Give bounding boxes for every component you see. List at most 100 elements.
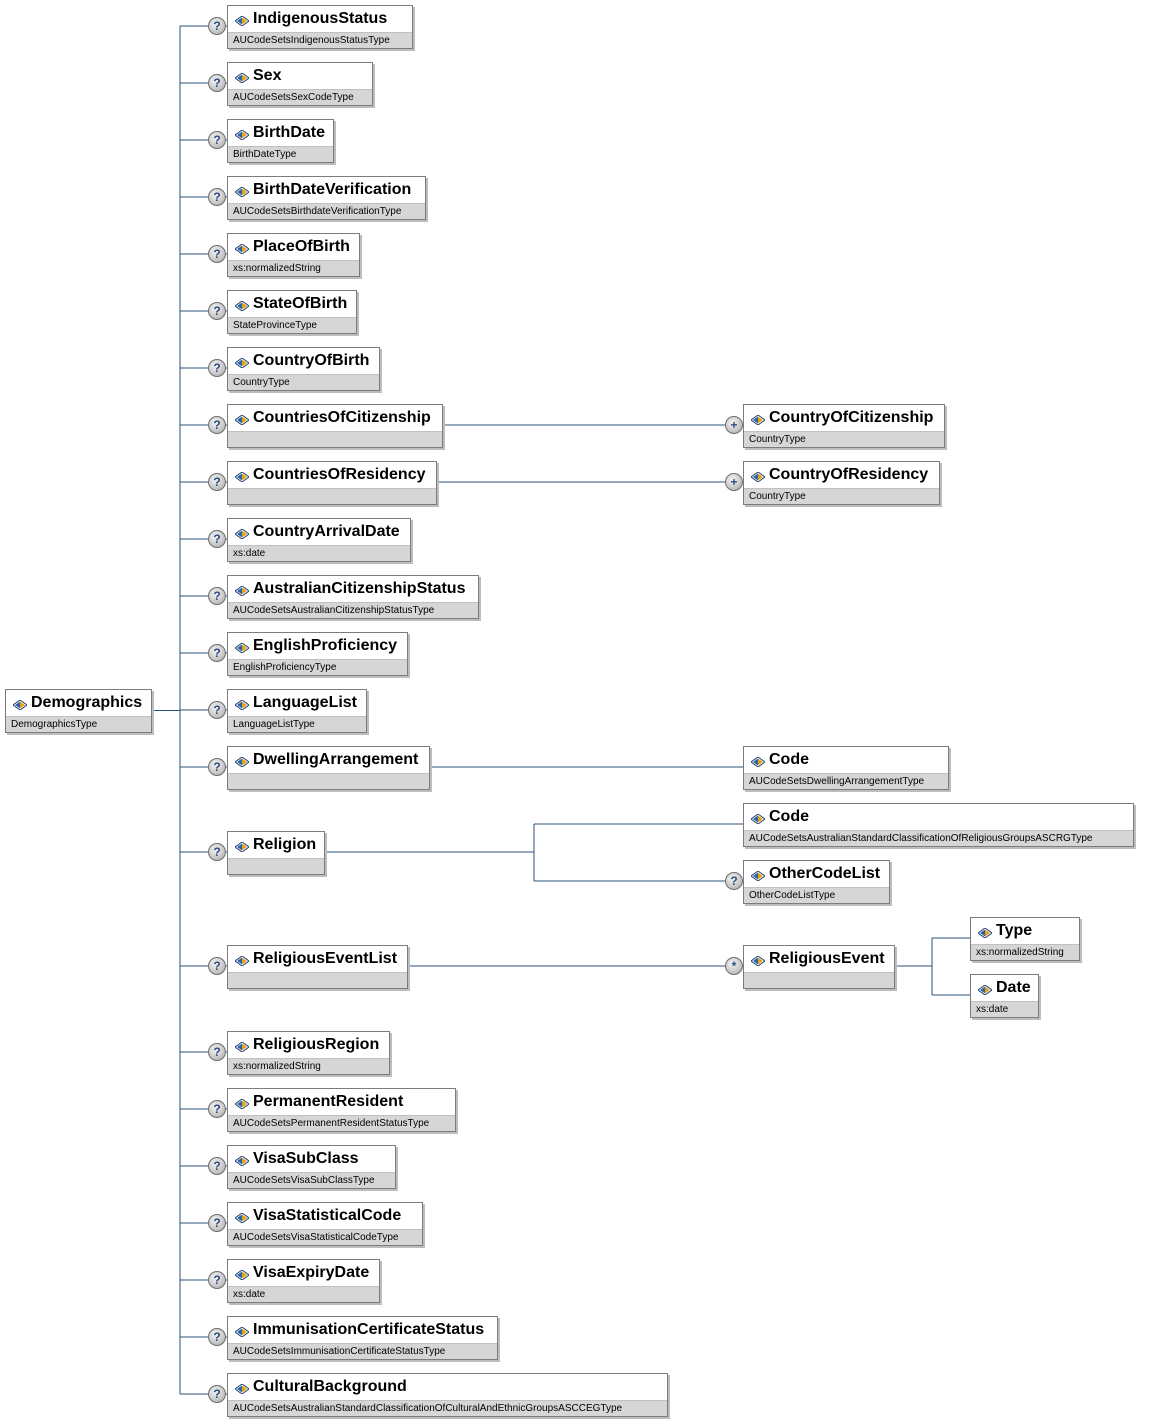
repeat-badge-icon-country-of-residency[interactable]: + [725, 473, 743, 491]
repeat-badge-icon-religious-event[interactable]: * [725, 957, 743, 975]
element-name: VisaSubClass [253, 1150, 359, 1167]
optional-badge-icon-visa-sub-class[interactable]: ? [208, 1157, 226, 1175]
repeat-badge-icon-country-of-citizenship[interactable]: + [725, 416, 743, 434]
element-node-religion[interactable]: Religion [227, 831, 325, 875]
element-name: ReligiousEventList [253, 950, 398, 967]
optional-badge-icon-language-list[interactable]: ? [208, 701, 226, 719]
element-node-dwelling-arrangement[interactable]: DwellingArrangement [227, 746, 430, 790]
optional-badge-icon-dwelling-arrangement[interactable]: ? [208, 758, 226, 776]
element-type: AUCodeSetsBirthdateVerificationType [228, 203, 425, 219]
optional-badge-icon-visa-statistical-code[interactable]: ? [208, 1214, 226, 1232]
element-icon [750, 754, 766, 768]
element-header: PermanentResident [228, 1089, 455, 1115]
element-header: CountryArrivalDate [228, 519, 410, 545]
element-icon [234, 241, 250, 255]
optional-badge-icon-other-code-list[interactable]: ? [725, 872, 743, 890]
optional-badge-icon-countries-of-citizenship[interactable]: ? [208, 416, 226, 434]
element-icon [234, 583, 250, 597]
optional-badge-icon-immunisation-certificate-status[interactable]: ? [208, 1328, 226, 1346]
optional-badge-icon-state-of-birth[interactable]: ? [208, 302, 226, 320]
element-type: StateProvinceType [228, 317, 356, 333]
element-header: CountryOfResidency [744, 462, 939, 488]
element-icon [234, 355, 250, 369]
optional-badge-icon-visa-expiry-date[interactable]: ? [208, 1271, 226, 1289]
element-name: PermanentResident [253, 1093, 404, 1110]
element-name: IndigenousStatus [253, 10, 388, 27]
element-name: CountryOfBirth [253, 352, 370, 369]
optional-badge-icon-country-of-birth[interactable]: ? [208, 359, 226, 377]
optional-badge-icon-country-arrival-date[interactable]: ? [208, 530, 226, 548]
optional-badge-icon-australian-citizenship-status[interactable]: ? [208, 587, 226, 605]
optional-badge-icon-cultural-background[interactable]: ? [208, 1385, 226, 1403]
element-type: CountryType [228, 374, 379, 390]
element-header: VisaStatisticalCode [228, 1203, 422, 1229]
element-node-countries-of-citizenship[interactable]: CountriesOfCitizenship [227, 404, 443, 448]
element-icon [234, 412, 250, 426]
optional-badge-icon-sex[interactable]: ? [208, 74, 226, 92]
element-name: DwellingArrangement [253, 751, 419, 768]
element-icon [234, 1324, 250, 1338]
element-icon [750, 469, 766, 483]
optional-badge-icon-permanent-resident[interactable]: ? [208, 1100, 226, 1118]
element-header: DwellingArrangement [228, 747, 429, 773]
optional-badge-icon-countries-of-residency[interactable]: ? [208, 473, 226, 491]
optional-badge-icon-religious-region[interactable]: ? [208, 1043, 226, 1061]
element-node-religious-event[interactable]: ReligiousEvent [743, 945, 895, 989]
element-type: xs:normalizedString [228, 260, 359, 276]
optional-badge-icon-birth-date-verification[interactable]: ? [208, 188, 226, 206]
element-header: AustralianCitizenshipStatus [228, 576, 478, 602]
element-type: OtherCodeListType [744, 887, 889, 903]
optional-badge-icon-birth-date[interactable]: ? [208, 131, 226, 149]
optional-badge-icon-english-proficiency[interactable]: ? [208, 644, 226, 662]
element-type: DemographicsType [6, 716, 151, 732]
element-node-religious-event-list[interactable]: ReligiousEventList [227, 945, 408, 989]
element-name: CulturalBackground [253, 1378, 407, 1395]
optional-badge-icon-religion[interactable]: ? [208, 843, 226, 861]
element-header: Code [744, 747, 948, 773]
element-name: PlaceOfBirth [253, 238, 350, 255]
element-node-place-of-birth[interactable]: PlaceOfBirth xs:normalizedString [227, 233, 360, 277]
element-name: ReligiousEvent [769, 950, 885, 967]
optional-badge-icon-place-of-birth[interactable]: ? [208, 245, 226, 263]
optional-badge-icon-indigenous-status[interactable]: ? [208, 17, 226, 35]
element-header: Sex [228, 63, 372, 89]
element-type [228, 858, 324, 874]
element-name: CountriesOfResidency [253, 466, 426, 483]
element-node-countries-of-residency[interactable]: CountriesOfResidency [227, 461, 437, 505]
element-header: OtherCodeList [744, 861, 889, 887]
element-type [228, 972, 407, 988]
element-header: Type [971, 918, 1079, 944]
element-name: Religion [253, 836, 317, 853]
element-name: EnglishProficiency [253, 637, 398, 654]
element-type: AUCodeSetsVisaSubClassType [228, 1172, 395, 1188]
element-icon [234, 184, 250, 198]
element-icon [234, 13, 250, 27]
element-header: StateOfBirth [228, 291, 356, 317]
optional-badge-icon-religious-event-list[interactable]: ? [208, 957, 226, 975]
